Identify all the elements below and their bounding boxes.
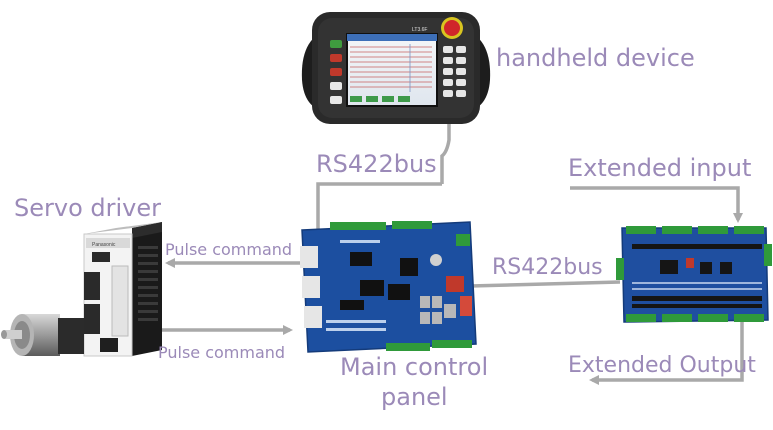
servo-driver-label: Servo driver: [14, 194, 161, 222]
main-control-label-line2: panel: [381, 383, 448, 411]
main-control-board: [300, 221, 477, 353]
handheld-device-label: handheld device: [496, 44, 695, 72]
pendant-right-keys: [443, 46, 466, 97]
rs422-mid-line: [469, 280, 621, 288]
io-board-terminals: [616, 226, 772, 322]
main-control-label-line1: Main control: [340, 353, 489, 381]
pendant-brand: LT3.6F: [412, 27, 427, 33]
rs422-top-line: [316, 182, 442, 232]
pendant-screen: [346, 33, 438, 107]
handheld-pendant: LT3.6F: [301, 12, 491, 124]
extended-output-arrow: [589, 322, 744, 385]
rs422-top-label: RS422bus: [316, 150, 437, 178]
servo-driver-top: [84, 222, 162, 234]
servo-motor: [1, 314, 84, 356]
pulse-command-top-label: Pulse command: [165, 240, 293, 259]
extended-input-label: Extended input: [568, 154, 752, 182]
pendant-left-keys: [330, 40, 342, 104]
svg-text:Panasonic: Panasonic: [92, 242, 116, 248]
extended-input-arrow: [570, 186, 743, 223]
connector-lines: [160, 124, 744, 385]
servo-driver-device: Panasonic: [83, 222, 162, 357]
emergency-stop-button: [444, 20, 460, 36]
extended-output-label: Extended Output: [568, 353, 756, 378]
main-board-terminals: [330, 221, 472, 351]
pendant-cable: [440, 124, 451, 184]
extended-io-board: [616, 226, 772, 323]
pulse-command-bottom-label: Pulse command: [158, 343, 286, 362]
rs422-mid-label: RS422bus: [492, 255, 603, 280]
